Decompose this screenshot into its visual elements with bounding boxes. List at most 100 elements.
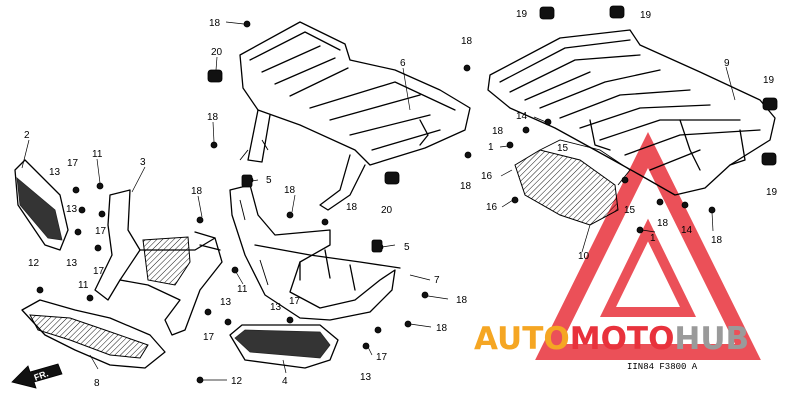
callout-label: 17 (95, 226, 107, 237)
bolt-icon (224, 318, 232, 326)
callout-label: 14 (516, 111, 528, 122)
callout-label: 13 (270, 302, 282, 313)
callout-label: 18 (657, 218, 669, 229)
front-carrier-part-6 (239, 21, 471, 211)
callout-label: 11 (237, 284, 248, 295)
callout-label: 18 (436, 323, 448, 334)
rear-carrier-part-9 (487, 29, 776, 196)
callout-label: 20 (211, 47, 223, 58)
bolt-icon (78, 206, 86, 214)
bolt-icon (286, 316, 294, 324)
callout-label: 18 (346, 202, 358, 213)
bolt-icon (621, 176, 629, 184)
callout-label: 18 (711, 235, 723, 246)
footrest-part-8 (21, 299, 166, 369)
bolt-icon (74, 228, 82, 236)
callout-label: 5 (266, 175, 272, 186)
bolt-icon (96, 182, 104, 190)
bolt-icon (681, 201, 689, 209)
callout-label: 13 (66, 258, 78, 269)
callout-label: 11 (78, 280, 89, 291)
callout-label: 1 (488, 142, 494, 153)
bolt-icon (196, 216, 204, 224)
callout-label: 18 (284, 185, 296, 196)
callout-label: 15 (557, 143, 569, 154)
callout-label: 5 (404, 242, 410, 253)
callout-label: 13 (220, 297, 232, 308)
callout-label: 2 (24, 130, 30, 141)
watermark: AUTOMOTOHUB (474, 131, 761, 360)
collar-icon (371, 239, 383, 253)
rubber-cap-icon (761, 152, 777, 166)
leader-lines (21, 21, 736, 381)
callout-label: 16 (481, 171, 493, 182)
bolt-icon (464, 151, 472, 159)
diagram-code: IIN84 F3800 A (627, 362, 698, 372)
rubber-cap-icon (207, 69, 223, 83)
bolt-icon (204, 308, 212, 316)
callout-label: 9 (724, 58, 730, 69)
rubber-cap-icon (384, 171, 400, 185)
watermark-triangle-icon (535, 131, 761, 360)
callout-label: 6 (400, 58, 406, 69)
bolt-icon (72, 186, 80, 194)
callout-label: 17 (67, 158, 79, 169)
rubber-cap-icon (762, 97, 778, 111)
callout-label: 19 (766, 187, 778, 198)
bolt-icon (243, 20, 251, 28)
bolt-icon (196, 376, 204, 384)
bolt-icon (98, 210, 106, 218)
callout-label: 8 (94, 378, 100, 389)
callout-label: 1 (650, 233, 656, 244)
collar-icon (241, 174, 253, 188)
bolt-icon (231, 266, 239, 274)
callout-label: 12 (28, 258, 40, 269)
watermark-hub: HUB (674, 321, 749, 357)
callout-label: 20 (381, 205, 393, 216)
callout-label: 19 (516, 9, 528, 20)
callout-label: 17 (93, 266, 105, 277)
callout-label: 3 (140, 157, 146, 168)
callout-label: 18 (209, 18, 221, 29)
bolt-icon (321, 218, 329, 226)
callout-label: 15 (624, 205, 636, 216)
rubber-cap-icon (609, 5, 625, 19)
callout-label: 18 (456, 295, 468, 306)
callout-label: 18 (492, 126, 504, 137)
fr-label: FR. (33, 368, 50, 382)
callout-label: 11 (92, 149, 103, 160)
callout-label: 13 (49, 167, 61, 178)
callout-label: 17 (376, 352, 388, 363)
callout-label: 18 (191, 186, 203, 197)
bolt-icon (286, 211, 294, 219)
bolt-icon (36, 286, 44, 294)
callout-label: 18 (461, 36, 473, 47)
callout-label: 14 (681, 225, 693, 236)
callout-label: 19 (763, 75, 775, 86)
bolt-icon (511, 196, 519, 204)
bolt-icon (94, 244, 102, 252)
front-side-cover-part-2 (14, 159, 69, 251)
bolt-icon (421, 291, 429, 299)
step-cover-part-4 (229, 324, 339, 369)
bolt-icon (463, 64, 471, 72)
mudguard-plate-part-10 (514, 139, 631, 226)
callout-labels: 18 20 6 18 2 13 17 11 3 13 17 13 17 12 1… (24, 9, 778, 389)
callout-label: 16 (486, 202, 498, 213)
bolt-icon (362, 342, 370, 350)
callout-label: 19 (640, 10, 652, 21)
front-bracket-part-3 (94, 189, 223, 336)
arrow-left-icon (11, 363, 63, 389)
bolt-icon (506, 141, 514, 149)
carrier-frame-part-7 (229, 184, 401, 321)
callout-label: 13 (360, 372, 372, 383)
callout-label: 12 (231, 376, 243, 387)
callout-label: 18 (207, 112, 219, 123)
hardware (36, 5, 778, 384)
bolt-icon (210, 141, 218, 149)
callout-label: 7 (434, 275, 440, 286)
rubber-cap-icon (539, 6, 555, 20)
callout-label: 10 (578, 251, 590, 262)
front-direction-arrow: FR. (11, 363, 63, 389)
